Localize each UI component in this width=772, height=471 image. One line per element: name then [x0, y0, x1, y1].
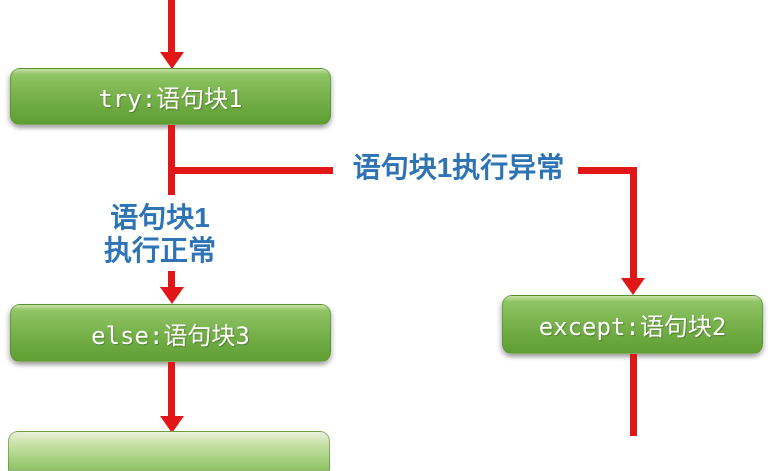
arrowhead-into-try-icon: [160, 52, 184, 69]
node-else: else:语句块3: [10, 304, 331, 362]
arrowhead-into-except-icon: [621, 278, 645, 295]
node-except: except:语句块2: [502, 295, 763, 354]
edge-try-down-line: [168, 125, 175, 195]
node-else-label: else:语句块3: [91, 321, 250, 350]
edge-label-normal: 语句块1 执行正常: [60, 201, 260, 267]
edge-label-normal-line2: 执行正常: [103, 235, 216, 266]
node-try: try:语句块1: [10, 68, 331, 125]
arrowhead-into-else-icon: [160, 287, 184, 304]
edge-except-down-line: [630, 354, 637, 436]
edge-label-exception: 语句块1执行异常: [352, 152, 565, 183]
edge-normal-down-line: [168, 271, 175, 289]
node-try-label: try:语句块1: [98, 85, 243, 113]
arrowhead-into-bottom-icon: [160, 416, 184, 433]
edge-entry-line: [168, 0, 175, 53]
node-bottom: [8, 431, 330, 471]
flowchart-canvas: try:语句块1 语句块1执行异常 语句块1 执行正常 else:语句块3 ex…: [8, 0, 763, 471]
node-except-label: except:语句块2: [538, 313, 727, 341]
edge-else-down-line: [168, 362, 175, 417]
edge-label-normal-line1: 语句块1: [110, 202, 210, 233]
edge-exception-down-line: [630, 167, 637, 279]
edge-exception-hline-left: [168, 167, 333, 174]
edge-exception-hline-right: [578, 167, 637, 174]
